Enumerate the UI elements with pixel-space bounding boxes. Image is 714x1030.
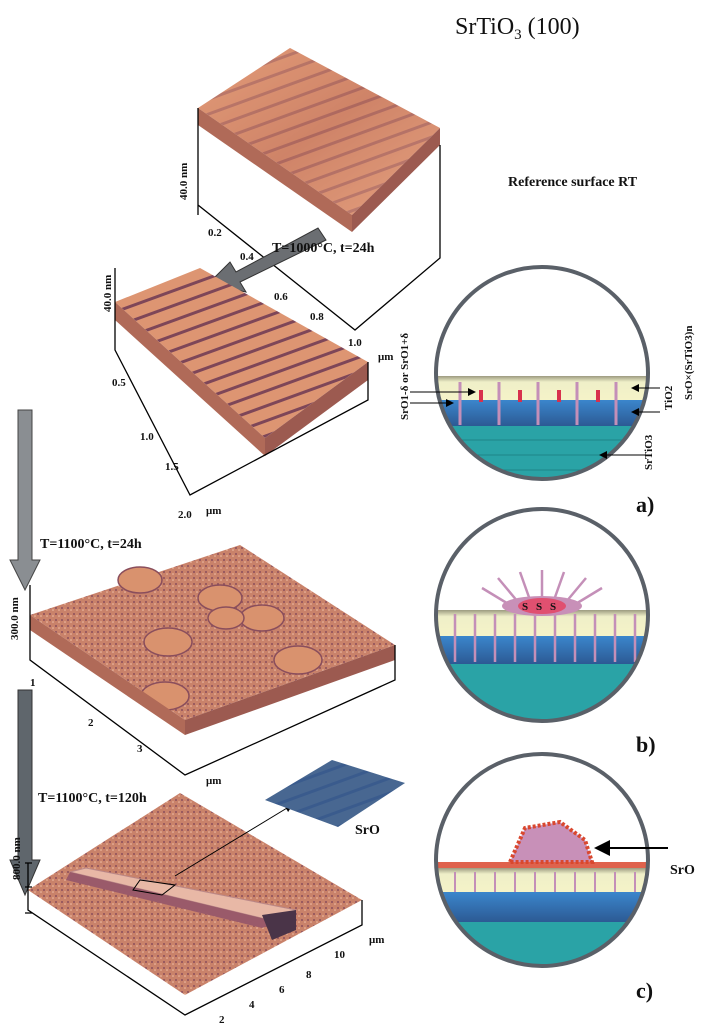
tick-label: 6 bbox=[279, 984, 285, 996]
axis-unit: μm bbox=[369, 934, 384, 946]
z-axis-label: 800.0 nm bbox=[11, 837, 23, 880]
tick-label: 0.6 bbox=[274, 291, 288, 303]
layer-label: SrO×(SrTiO3)n bbox=[683, 325, 695, 400]
figure-title: SrTiO3 (100) bbox=[455, 14, 580, 43]
axes bbox=[197, 108, 441, 331]
tick-label: 8 bbox=[306, 969, 312, 981]
afm-panel-1100C-24h: 300.0 nm 1 2 3 μm bbox=[9, 545, 396, 787]
tick-label: 0.2 bbox=[208, 227, 222, 239]
tick-label: 2 bbox=[88, 717, 94, 729]
tick-label: 10 bbox=[334, 949, 346, 961]
axis-unit: μm bbox=[378, 351, 393, 363]
axis-unit: μm bbox=[206, 505, 221, 517]
layer-label: SrO1-δ or SrO1+δ bbox=[399, 333, 411, 420]
panel-label: a) bbox=[636, 492, 654, 517]
panel-label: c) bbox=[636, 978, 653, 1003]
tick-label: 0.5 bbox=[112, 377, 126, 389]
schematic-a: SrO1-δ or SrO1+δ TiO2 SrO×(SrTiO3)n SrTi… bbox=[399, 265, 695, 517]
sro-label: SrO bbox=[670, 863, 695, 878]
tick-label: 1 bbox=[30, 677, 36, 689]
tick-label: 2 bbox=[219, 1014, 225, 1026]
tick-label: 2.0 bbox=[178, 509, 192, 521]
sro-island bbox=[506, 819, 595, 864]
axis-unit: μm bbox=[206, 775, 221, 787]
afm-surface bbox=[30, 545, 395, 720]
tick-label: 0.4 bbox=[240, 251, 254, 263]
panel-caption: T=1100°C, t=24h bbox=[40, 537, 142, 552]
transition-arrow bbox=[9, 689, 41, 897]
tick-label: 4 bbox=[249, 999, 255, 1011]
tick-label: 1.5 bbox=[165, 461, 179, 473]
layer-label: TiO2 bbox=[663, 385, 675, 410]
spot-label: S bbox=[550, 601, 556, 613]
z-axis-label: 40.0 nm bbox=[178, 163, 190, 200]
inset-label: SrO bbox=[355, 823, 380, 838]
panel-caption: T=1100°C, t=120h bbox=[38, 791, 147, 806]
panel-1-x-ticks: 0.2 0.4 0.6 0.8 1.0 μm bbox=[208, 227, 393, 363]
panel-label: b) bbox=[636, 732, 656, 757]
afm-panel-reference: 40.0 nm Reference surface RT bbox=[178, 48, 638, 331]
layer-label: SrTiO3 bbox=[643, 434, 655, 470]
spot-label: S bbox=[536, 601, 542, 613]
schematic-b: S S S b) bbox=[434, 507, 656, 757]
tick-label: 1.0 bbox=[140, 431, 154, 443]
afm-surface bbox=[115, 268, 368, 438]
z-axis-label: 40.0 nm bbox=[102, 275, 114, 312]
tick-label: 0.8 bbox=[310, 311, 324, 323]
z-axis-label: 300.0 nm bbox=[9, 597, 21, 640]
tick-label: 3 bbox=[137, 743, 143, 755]
tick-label: 1.0 bbox=[348, 337, 362, 349]
panel-caption: Reference surface RT bbox=[508, 175, 638, 190]
transition-arrow bbox=[9, 409, 41, 592]
afm-panel-1100C-120h: SrO 800.0 nm 2 4 6 8 10 μm bbox=[11, 760, 405, 1026]
spot-label: S bbox=[522, 601, 528, 613]
afm-panel-1000C: 40.0 nm 0.5 1.0 1.5 2.0 μm bbox=[102, 268, 369, 521]
panel-caption: T=1000°C, t=24h bbox=[272, 241, 375, 256]
schematic-c: SrO c) bbox=[434, 752, 695, 1003]
magnifier-ring bbox=[434, 265, 650, 481]
magnifier-ring bbox=[434, 752, 650, 968]
magnifier-ring bbox=[434, 507, 650, 723]
